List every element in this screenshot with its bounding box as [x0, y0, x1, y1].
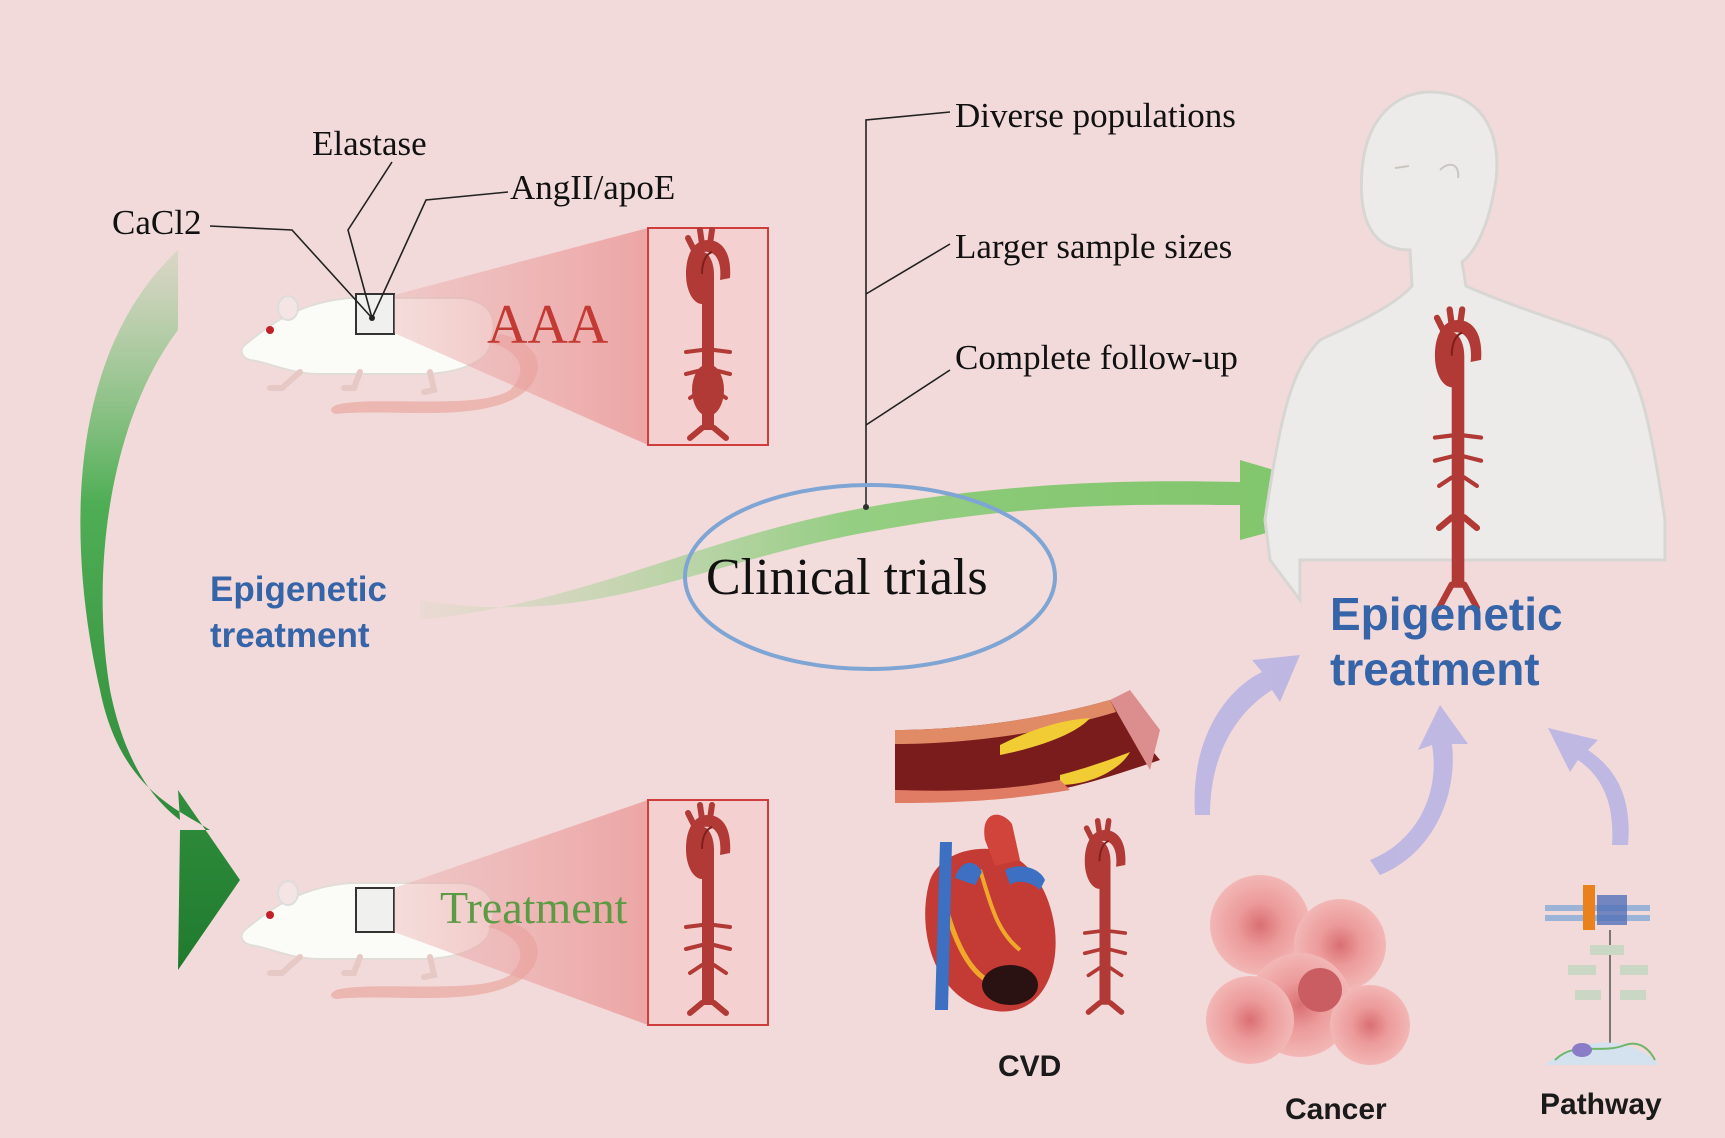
human-aorta-image — [1435, 310, 1481, 611]
model-leader-lines — [209, 111, 951, 505]
aaa-aorta-image — [686, 230, 730, 438]
mouse-bottom-inset-box — [355, 887, 395, 933]
label-angii-apoe: AngII/apoE — [510, 168, 676, 207]
left-green-curved-arrow — [80, 250, 240, 970]
label-treatment: Treatment — [440, 882, 628, 933]
pathway-diagram-image — [1545, 885, 1660, 1065]
label-elastase: Elastase — [312, 124, 427, 163]
label-right-treatment: treatment — [1330, 643, 1540, 695]
purple-arrows — [1194, 655, 1629, 875]
green-arrow-to-human — [420, 460, 1382, 620]
cvd-aorta-image — [1085, 821, 1126, 1012]
label-diverse-populations: Diverse populations — [955, 96, 1236, 135]
zoom-cone-top — [394, 228, 648, 445]
label-cacl2: CaCl2 — [112, 203, 202, 242]
label-pathway: Pathway — [1540, 1088, 1662, 1121]
label-left-epigenetic: Epigenetic — [210, 570, 387, 609]
label-cvd: CVD — [998, 1050, 1062, 1083]
vessel-plaque-image — [895, 690, 1160, 803]
label-cancer: Cancer — [1285, 1093, 1387, 1126]
label-left-treatment: treatment — [210, 616, 370, 655]
leader-dot-trials — [863, 504, 869, 510]
label-right-epigenetic: Epigenetic — [1330, 588, 1563, 640]
label-complete-follow-up: Complete follow-up — [955, 338, 1238, 377]
label-clinical-trials: Clinical trials — [706, 549, 988, 606]
heart-image — [925, 814, 1056, 1012]
cancer-cells-image — [1206, 875, 1410, 1065]
label-larger-sample-sizes: Larger sample sizes — [955, 227, 1233, 266]
leader-dot-mouse — [369, 315, 375, 321]
zoom-cone-bottom — [394, 800, 648, 1025]
mouse-top-inset-box — [355, 293, 395, 335]
label-aaa: AAA — [487, 294, 609, 356]
clinical-trials-ellipse — [683, 483, 1057, 671]
human-body-image — [1263, 90, 1667, 605]
